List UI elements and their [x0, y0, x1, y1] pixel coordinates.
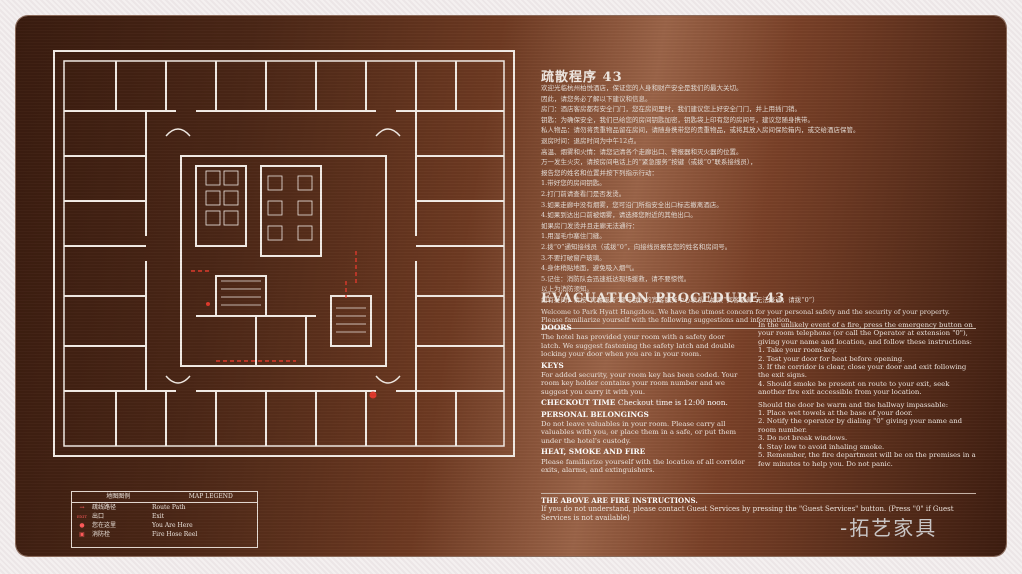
legend-header-cn: 地图图例	[106, 493, 131, 500]
legend-header-en: MAP LEGEND	[188, 493, 233, 500]
watermark: -拓艺家具	[840, 516, 938, 540]
map-legend: 地图图例 MAP LEGEND → 疏线路径 Route Path EXIT 出…	[71, 491, 258, 548]
fire-hose-icon: ▣	[79, 531, 85, 538]
legend-row: EXIT 出口 Exit	[72, 512, 257, 521]
route-arrow-icon: →	[79, 504, 85, 511]
footer-instructions: THE ABOVE ARE FIRE INSTRUCTIONS. If you …	[541, 496, 954, 522]
divider	[541, 328, 976, 329]
you-are-here-icon: ●	[79, 522, 85, 529]
legend-row: ▣ 消防栓 Fire Hose Reel	[72, 530, 257, 539]
you-are-here-marker	[369, 391, 377, 399]
evacuation-plaque: 地图图例 MAP LEGEND → 疏线路径 Route Path EXIT 出…	[16, 16, 1006, 556]
en-title: EVACUATION PROCEDURE 43	[541, 291, 786, 306]
cn-title: 疏散程序 43	[541, 70, 623, 85]
divider	[541, 493, 976, 494]
floor-plan	[53, 50, 515, 457]
en-right-column: In the unlikely event of a fire, press t…	[758, 321, 976, 468]
legend-row: ● 您在这里 You Are Here	[72, 521, 257, 530]
en-intro: Welcome to Park Hyatt Hangzhou. We have …	[541, 308, 950, 325]
legend-row: → 疏线路径 Route Path	[72, 503, 257, 512]
exit-icon: EXIT	[76, 514, 87, 519]
cn-procedure-text: 欢迎光临杭州柏悦酒店，保证您的人身和财产安全是我们的最大关切。因此，请您务必了解…	[541, 84, 860, 304]
